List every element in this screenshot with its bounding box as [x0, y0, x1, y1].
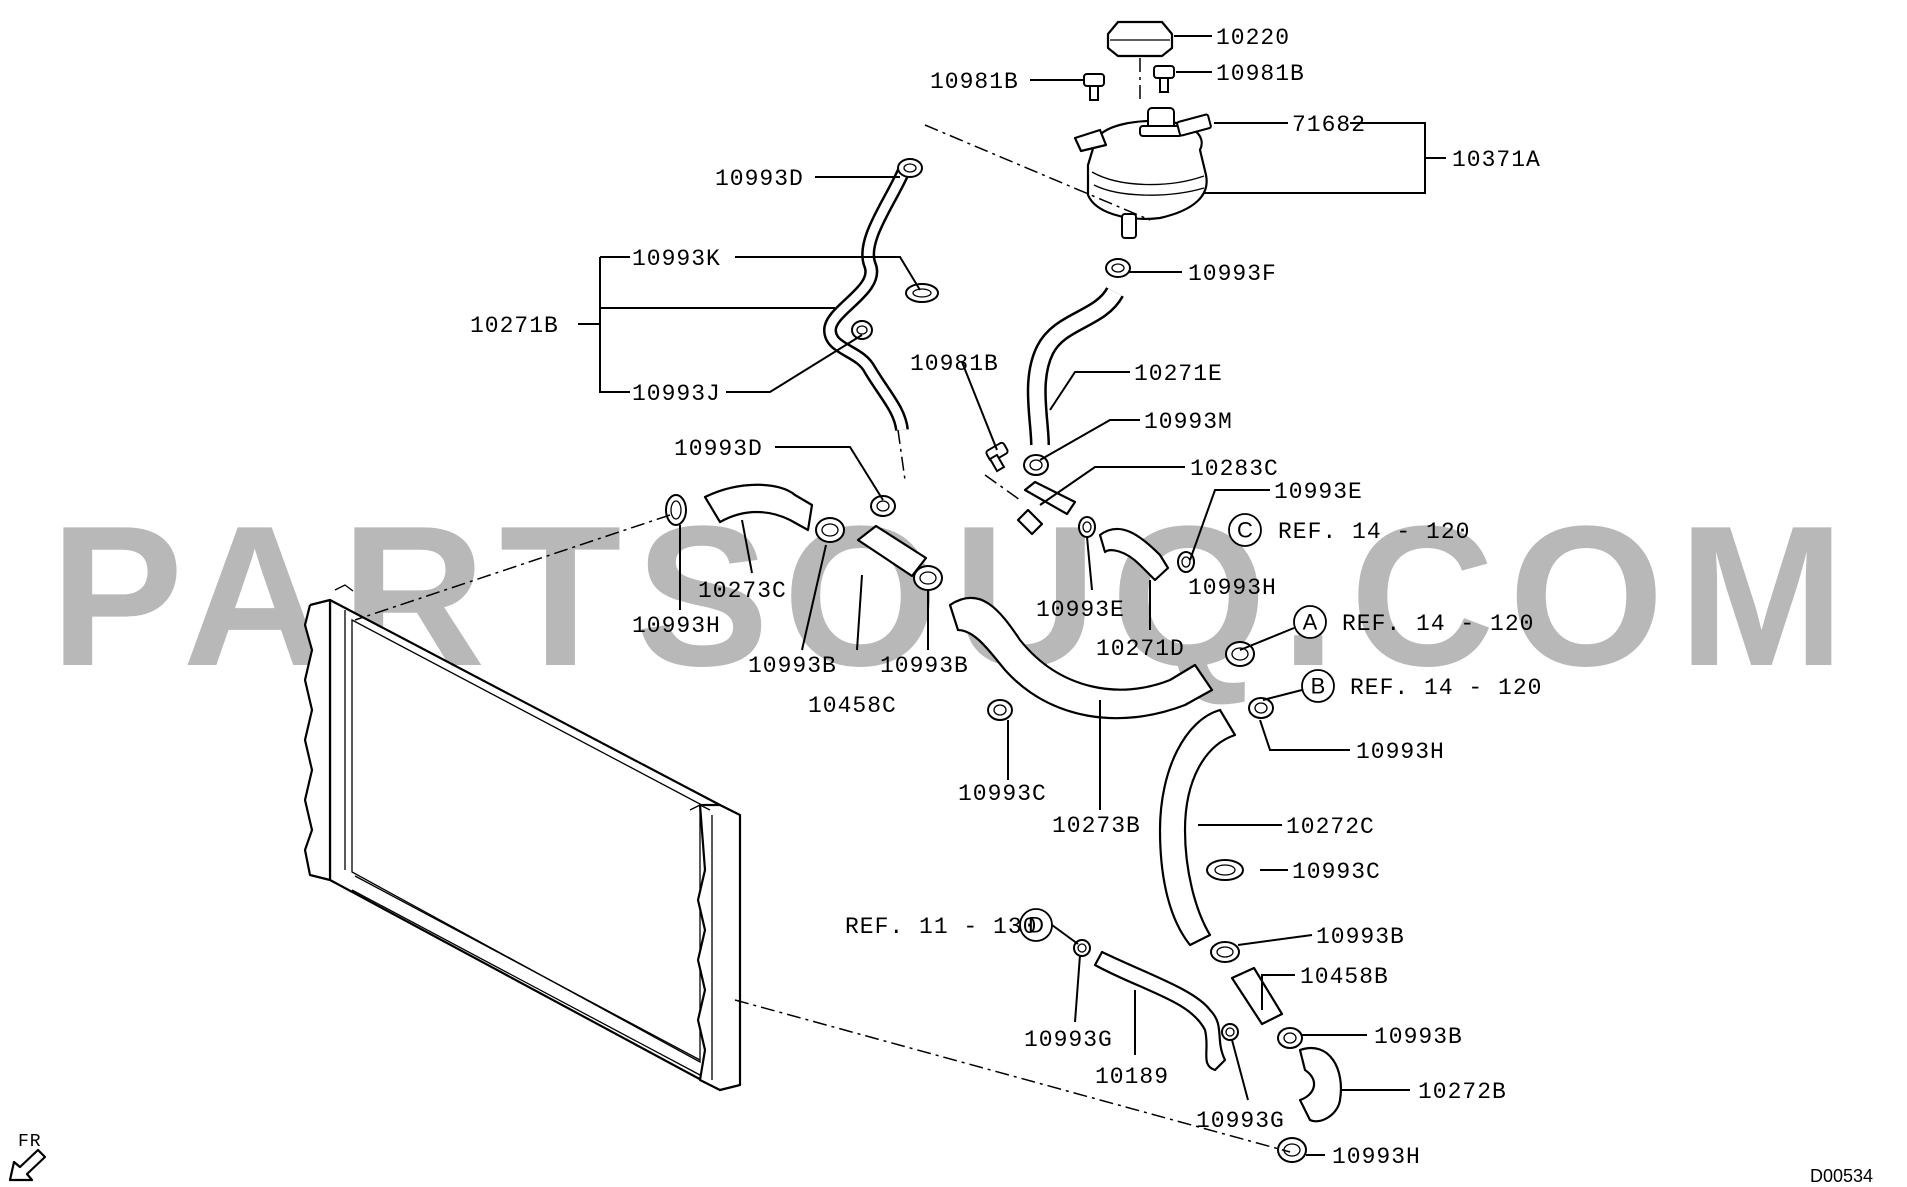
bolt: [1083, 73, 1105, 101]
part-labels: 10220 10981B 10981B 71682 10371A 10993D …: [470, 25, 1541, 1170]
leader-lines: [578, 35, 1446, 1156]
svg-text:D: D: [1028, 913, 1044, 938]
hose-10273B: [948, 596, 1214, 720]
joint-10458B: [1230, 966, 1284, 1026]
part-label: 10273B: [1052, 813, 1141, 839]
svg-text:REF. 11 - 130: REF. 11 - 130: [845, 914, 1037, 940]
ref-line: [734, 999, 1291, 1153]
part-label: 10189: [1095, 1064, 1169, 1090]
bolt: [985, 441, 1009, 473]
part-label: 10993M: [1144, 409, 1233, 435]
part-label: 10993J: [632, 381, 721, 407]
clamp: [913, 565, 943, 591]
ref-line: [984, 474, 1021, 501]
part-label: 10993H: [1356, 739, 1445, 765]
part-label: 10993D: [715, 166, 804, 192]
part-label: 10271B: [470, 313, 559, 339]
clamp: [1277, 1027, 1303, 1049]
svg-text:REF. 14 - 120: REF. 14 - 120: [1350, 675, 1542, 701]
clamp: [1248, 697, 1274, 719]
hose-10271D: [1098, 527, 1170, 582]
part-label: 10981B: [910, 351, 999, 377]
clamp: [1078, 516, 1096, 538]
part-label: 10371A: [1452, 147, 1541, 173]
svg-text:A: A: [1303, 610, 1318, 635]
part-label: 10993B: [880, 653, 969, 679]
part-label: 10993H: [632, 613, 721, 639]
ref-callout-c: C REF. 14 - 120: [1228, 513, 1470, 547]
part-label: 10993H: [1188, 575, 1277, 601]
part-label: 10993B: [1316, 924, 1405, 950]
svg-text:REF. 14 - 120: REF. 14 - 120: [1342, 611, 1534, 637]
ref-line: [354, 514, 671, 621]
clamp: [1206, 859, 1244, 881]
part-label: 10993F: [1188, 261, 1277, 287]
radiator-cap: [1106, 20, 1174, 104]
diagram-code: D00534: [1810, 1166, 1873, 1186]
reservoir-tank: [1073, 107, 1212, 239]
part-label: 10458C: [808, 693, 897, 719]
bolt: [1153, 65, 1175, 93]
part-label: 10993G: [1024, 1027, 1113, 1053]
clamp: [987, 699, 1013, 721]
radiator: [303, 584, 742, 1092]
clamp: [851, 320, 873, 340]
hose-10271B: [822, 165, 912, 432]
part-label: 10993D: [674, 436, 763, 462]
hose-10189: [1093, 950, 1227, 1072]
part-label: 10272C: [1286, 814, 1375, 840]
part-label: 10458B: [1300, 964, 1389, 990]
part-label: 10273C: [698, 578, 787, 604]
ref-line: [924, 124, 1151, 221]
part-label: 10993C: [958, 781, 1047, 807]
clamp: [665, 494, 687, 526]
clamp: [1177, 551, 1195, 573]
part-label: 10993E: [1274, 479, 1363, 505]
hose-10272B: [1298, 1047, 1343, 1123]
part-label: 10993H: [1332, 1144, 1421, 1170]
ref-line: [897, 429, 906, 481]
part-label: 10993K: [632, 246, 721, 272]
clamp: [1277, 1137, 1307, 1163]
part-label: 10272B: [1418, 1079, 1507, 1105]
hose-10272C: [1158, 708, 1237, 947]
clamp: [897, 158, 923, 178]
ref-callout-a: A REF. 14 - 120: [1239, 605, 1534, 651]
part-label: 10993B: [1374, 1024, 1463, 1050]
svg-text:C: C: [1237, 518, 1253, 543]
front-direction-icon: FR: [8, 1132, 47, 1182]
part-label: 10993C: [1292, 859, 1381, 885]
part-label: 10993G: [1196, 1108, 1285, 1134]
clamp: [1221, 1023, 1239, 1041]
part-label: 10993B: [748, 653, 837, 679]
svg-text:B: B: [1311, 674, 1326, 699]
hose-10273C: [703, 483, 814, 532]
clamp: [1210, 941, 1240, 963]
part-label: 10981B: [1216, 61, 1305, 87]
clamp: [870, 495, 896, 517]
svg-text:FR: FR: [18, 1132, 42, 1152]
part-label: 71682: [1292, 112, 1366, 138]
ref-callout-b: B REF. 14 - 120: [1262, 669, 1542, 703]
clamp: [1105, 258, 1131, 278]
part-label: 10283C: [1190, 456, 1279, 482]
clamp: [815, 517, 845, 543]
ref-callout-d: D REF. 11 - 130: [845, 908, 1079, 945]
part-label: 10981B: [930, 69, 1019, 95]
clamp: [905, 283, 939, 303]
part-label: 10271D: [1096, 636, 1185, 662]
part-label: 10993E: [1036, 597, 1125, 623]
svg-text:REF. 14 - 120: REF. 14 - 120: [1278, 519, 1470, 545]
part-label: 10220: [1216, 25, 1290, 51]
part-label: 10271E: [1134, 361, 1223, 387]
